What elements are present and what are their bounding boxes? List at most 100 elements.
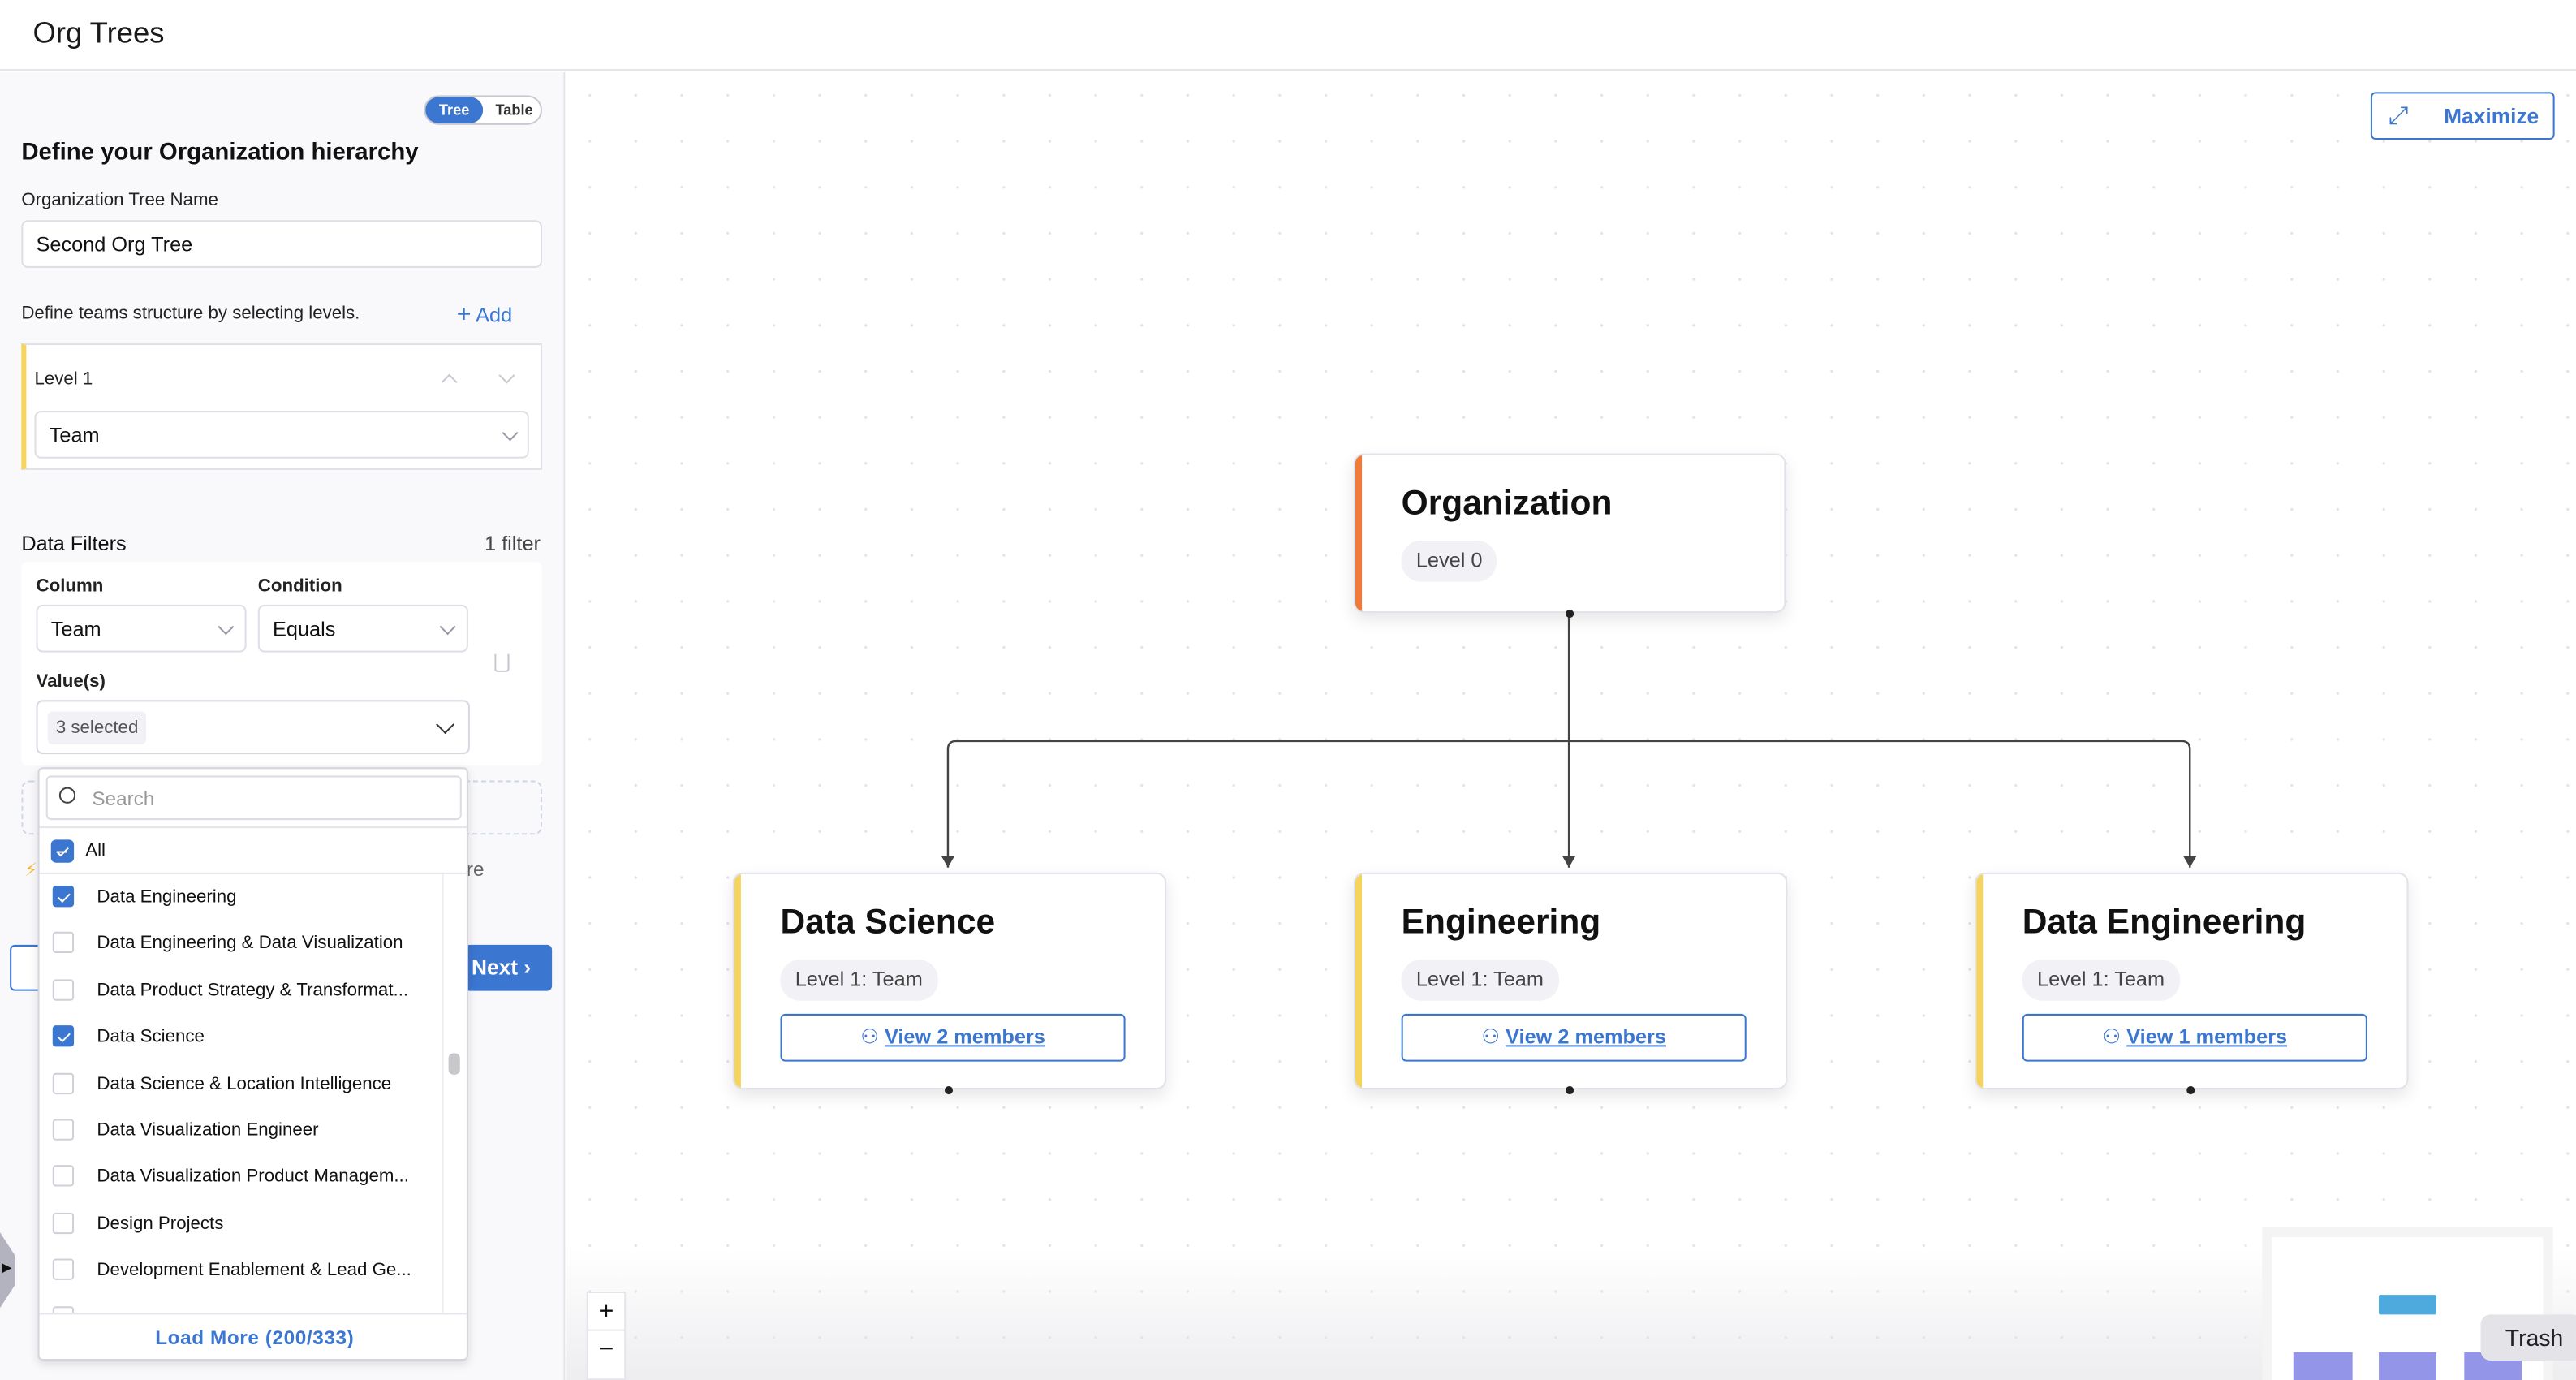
dropdown-option[interactable]: Data Visualization Product Managem... <box>40 1154 442 1201</box>
org-node-child[interactable]: Data Science Level 1: Team ⚇ View 2 memb… <box>732 872 1167 1090</box>
option-label: Data Visualization Product Managem... <box>97 1167 409 1188</box>
view-members-button[interactable]: ⚇ View 2 members <box>1401 1013 1747 1062</box>
checkbox[interactable] <box>52 1212 75 1234</box>
next-label: Next <box>471 955 519 980</box>
dropdown-option[interactable]: Data Product Strategy & Transformat... <box>40 968 442 1014</box>
play-icon: ▶ <box>2 1260 12 1275</box>
checkbox[interactable] <box>52 932 75 954</box>
plus-icon: + <box>456 300 472 329</box>
zoom-in-button[interactable]: + <box>588 1293 625 1331</box>
handle-dot <box>2186 1085 2195 1095</box>
maximize-label: Maximize <box>2444 103 2539 128</box>
levels-hint: Define teams structure by selecting leve… <box>21 304 360 324</box>
option-label: Development Enablement & Lead Ge... <box>97 1260 411 1281</box>
canvas-fade <box>566 1248 2576 1380</box>
hint-text-partial: re <box>466 857 485 881</box>
level-badge: Level 1: Team <box>1401 960 1559 1001</box>
indeterminate-checkbox[interactable] <box>50 839 75 863</box>
next-button[interactable]: Next › <box>464 944 553 991</box>
toggle-tree[interactable]: Tree <box>425 97 484 123</box>
people-icon: ⚇ <box>1481 1025 1506 1049</box>
page-title: Org Trees <box>32 16 165 50</box>
option-label: Data Visualization Engineer <box>97 1120 319 1141</box>
node-accent <box>1355 873 1363 1089</box>
view-members-button[interactable]: ⚇ View 2 members <box>780 1013 1126 1062</box>
lightning-icon: ⚡ <box>24 860 38 881</box>
checkbox[interactable] <box>52 886 75 908</box>
selected-chip: 3 selected <box>47 710 147 744</box>
node-accent <box>1355 455 1363 612</box>
trash-icon[interactable] <box>494 653 510 672</box>
dropdown-option-partial[interactable] <box>40 1294 442 1313</box>
view-members-button[interactable]: ⚇ View 1 members <box>2022 1013 2367 1062</box>
level-select-value: Team <box>49 423 100 446</box>
dropdown-option[interactable]: Data Science <box>40 1014 442 1060</box>
all-label: All <box>85 841 106 861</box>
column-value: Team <box>50 617 101 640</box>
side-handle[interactable] <box>0 1232 15 1309</box>
checkbox[interactable] <box>52 1165 75 1188</box>
tree-canvas[interactable] <box>566 72 2576 1380</box>
handle-dot <box>1566 609 1574 619</box>
edge-lines <box>946 615 2191 868</box>
level-card: Level 1 Team <box>21 343 542 470</box>
view-toggle[interactable]: Tree Table <box>424 95 542 125</box>
checkbox[interactable] <box>52 979 75 1001</box>
maximize-button[interactable]: ⤢ Maximize <box>2370 92 2555 140</box>
checkbox[interactable] <box>52 1305 75 1313</box>
level-select[interactable]: Team <box>34 411 529 459</box>
level-badge: Level 1: Team <box>2022 960 2180 1001</box>
dropdown-option[interactable]: Design Projects <box>40 1201 442 1247</box>
checkbox[interactable] <box>52 1072 75 1094</box>
load-more-button[interactable]: Load More (200/333) <box>39 1313 467 1359</box>
dropdown-search-input[interactable]: Search <box>45 775 462 821</box>
zoom-out-button[interactable]: − <box>598 1335 614 1365</box>
node-title: Data Engineering <box>2022 903 2307 942</box>
level-label: Level 1 <box>34 369 93 390</box>
tree-name-label: Organization Tree Name <box>21 190 218 211</box>
dropdown-option[interactable]: Data Science & Location Intelligence <box>40 1061 442 1107</box>
column-select[interactable]: Team <box>36 604 247 653</box>
checkbox[interactable] <box>52 1025 75 1047</box>
values-multiselect[interactable]: 3 selected <box>36 700 470 755</box>
expand-icon: ⤢ <box>2389 101 2409 130</box>
option-label: Data Engineering & Data Visualization <box>97 934 403 954</box>
dropdown-option[interactable]: Data Visualization Engineer <box>40 1107 442 1154</box>
level-badge: Level 1: Team <box>780 960 938 1001</box>
dropdown-option[interactable]: Data Engineering & Data Visualization <box>40 921 442 967</box>
arrow-icon <box>2183 856 2197 868</box>
column-label: Column <box>36 576 104 597</box>
add-label: Add <box>476 304 513 327</box>
option-label: Data Product Strategy & Transformat... <box>97 981 409 1001</box>
minimap-root-node <box>2379 1295 2436 1315</box>
org-node-root[interactable]: Organization Level 0 <box>1353 453 1786 614</box>
panel-heading: Define your Organization hierarchy <box>21 140 419 166</box>
node-title: Data Science <box>780 903 996 942</box>
select-all-row[interactable]: All <box>39 826 467 874</box>
add-level-button[interactable]: + Add <box>457 300 512 328</box>
checkbox[interactable] <box>52 1258 75 1281</box>
checkbox[interactable] <box>52 1119 75 1141</box>
dropdown-option[interactable]: Development Enablement & Lead Ge... <box>40 1248 442 1294</box>
condition-select[interactable]: Equals <box>257 604 468 653</box>
trash-tooltip: Trash <box>2480 1314 2576 1361</box>
condition-value: Equals <box>273 617 336 640</box>
org-node-child[interactable]: Engineering Level 1: Team ⚇ View 2 membe… <box>1353 872 1788 1090</box>
handle-dot <box>1566 1085 1574 1095</box>
org-node-child[interactable]: Data Engineering Level 1: Team ⚇ View 1 … <box>1975 872 2409 1090</box>
node-accent <box>734 873 741 1089</box>
scrollbar-thumb[interactable] <box>448 1053 460 1075</box>
minimap[interactable] <box>2262 1227 2553 1380</box>
members-link: View 2 members <box>1506 1025 1666 1049</box>
toggle-table[interactable]: Table <box>495 101 533 119</box>
arrow-icon <box>941 856 955 868</box>
condition-label: Condition <box>257 576 342 597</box>
left-panel: Tree Table Define your Organization hier… <box>0 72 566 1380</box>
option-label: Design Projects <box>97 1214 224 1234</box>
option-label: Data Science <box>97 1027 205 1047</box>
node-accent <box>1976 873 1984 1089</box>
dropdown-option[interactable]: Data Engineering <box>40 874 442 921</box>
tree-name-input[interactable]: Second Org Tree <box>21 220 542 268</box>
